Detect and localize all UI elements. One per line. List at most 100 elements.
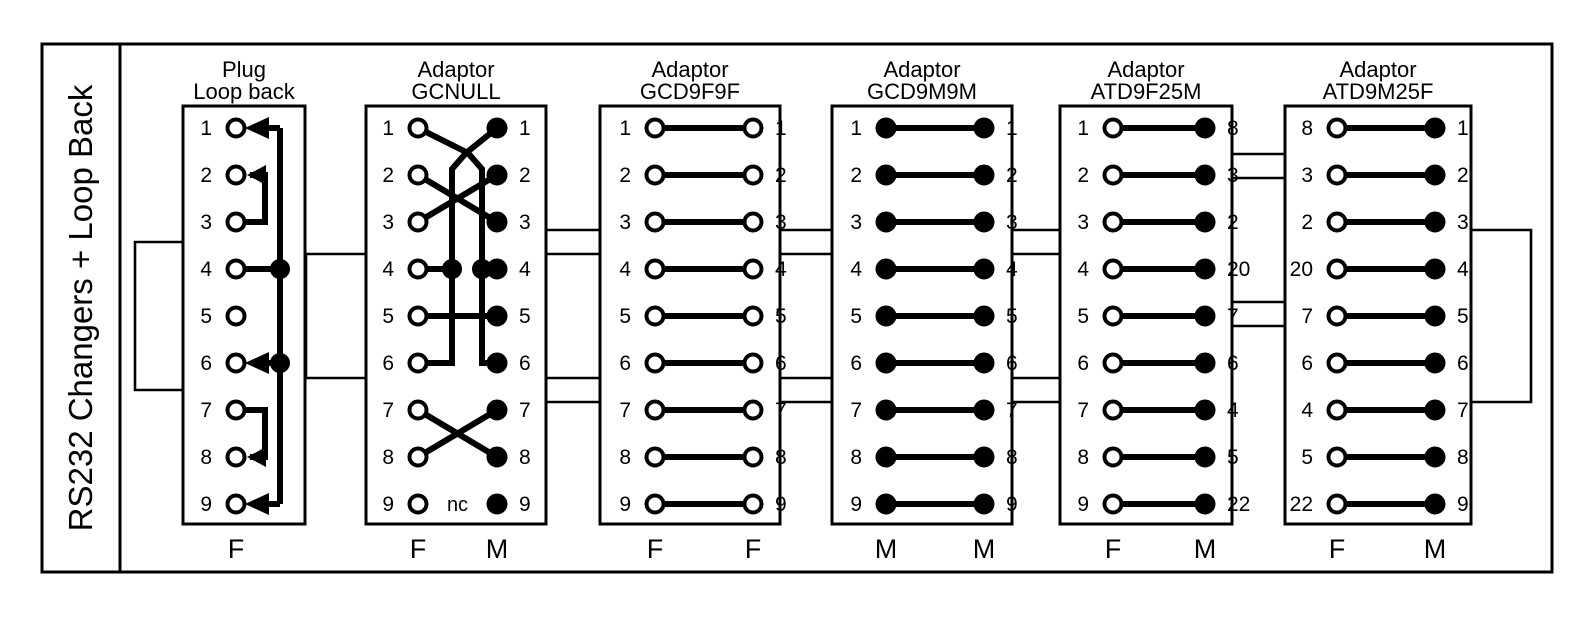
pin-left-1-adaptor-atd9f25m[interactable] [1102, 117, 1124, 139]
pin-right-22-adaptor-atd9f25m[interactable] [1194, 493, 1216, 515]
pin-right-5-adaptor-atd9m25f[interactable] [1424, 305, 1446, 327]
pin-left-2-adaptor-gcd9m9m[interactable] [875, 164, 897, 186]
pin-right-5-adaptor-gcnull[interactable] [486, 305, 508, 327]
arrowhead-pin-9 [245, 493, 269, 515]
pin-left-7-adaptor-atd9f25m[interactable] [1102, 399, 1124, 421]
pin-left-3-adaptor-gcnull[interactable] [407, 211, 429, 233]
pin-left-1-adaptor-gcd9f9f[interactable] [644, 117, 666, 139]
pin-left-8-plug-loop-back[interactable] [225, 446, 247, 468]
pin-left-9-adaptor-gcd9f9f[interactable] [644, 493, 666, 515]
pin-right-3-adaptor-gcd9m9m[interactable] [973, 211, 995, 233]
pin-left-2-adaptor-atd9m25f[interactable] [1326, 211, 1348, 233]
pin-left-4-adaptor-atd9f25m[interactable] [1102, 258, 1124, 280]
pin-right-4-adaptor-atd9m25f[interactable] [1424, 258, 1446, 280]
pin-right-9-adaptor-gcd9m9m[interactable] [973, 493, 995, 515]
pin-left-1-adaptor-gcnull[interactable] [407, 117, 429, 139]
pin-right-6-adaptor-atd9f25m[interactable] [1194, 352, 1216, 374]
pin-left-4-adaptor-atd9m25f[interactable] [1326, 399, 1348, 421]
pin-right-4-adaptor-gcnull[interactable] [486, 258, 508, 280]
pin-right-1-adaptor-gcd9f9f[interactable] [742, 117, 764, 139]
pin-left-3-adaptor-gcd9f9f[interactable] [644, 211, 666, 233]
pin-right-9-adaptor-atd9m25f[interactable] [1424, 493, 1446, 515]
pin-left-2-adaptor-gcd9f9f[interactable] [644, 164, 666, 186]
pin-right-4-adaptor-atd9f25m[interactable] [1194, 399, 1216, 421]
pin-right-7-adaptor-gcd9m9m[interactable] [973, 399, 995, 421]
pin-left-6-adaptor-atd9f25m[interactable] [1102, 352, 1124, 374]
pin-left-5-plug-loop-back[interactable] [225, 305, 247, 327]
pin-right-2-adaptor-gcd9m9m[interactable] [973, 164, 995, 186]
pin-right-8-adaptor-atd9f25m[interactable] [1194, 117, 1216, 139]
pin-left-8-adaptor-gcd9m9m[interactable] [875, 446, 897, 468]
pin-right-6-adaptor-gcnull[interactable] [486, 352, 508, 374]
pin-left-8-adaptor-atd9m25f[interactable] [1326, 117, 1348, 139]
pin-left-8-adaptor-gcnull[interactable] [407, 446, 429, 468]
pin-left-7-plug-loop-back[interactable] [225, 399, 247, 421]
pin-left-7-adaptor-gcnull[interactable] [407, 399, 429, 421]
pin-right-3-adaptor-atd9f25m[interactable] [1194, 164, 1216, 186]
pin-left-6-adaptor-gcd9m9m[interactable] [875, 352, 897, 374]
pin-right-8-adaptor-gcd9m9m[interactable] [973, 446, 995, 468]
pin-left-2-adaptor-atd9f25m[interactable] [1102, 164, 1124, 186]
pin-left-2-plug-loop-back[interactable] [225, 164, 247, 186]
pin-left-3-adaptor-atd9m25f[interactable] [1326, 164, 1348, 186]
pin-right-6-adaptor-gcd9m9m[interactable] [973, 352, 995, 374]
pin-right-1-adaptor-gcnull[interactable] [486, 117, 508, 139]
pin-right-7-adaptor-gcd9f9f[interactable] [742, 399, 764, 421]
pin-right-7-adaptor-atd9m25f[interactable] [1424, 399, 1446, 421]
pin-left-9-plug-loop-back[interactable] [225, 493, 247, 515]
pin-right-4-adaptor-gcd9f9f[interactable] [742, 258, 764, 280]
pin-right-8-adaptor-gcnull[interactable] [486, 446, 508, 468]
pin-left-7-adaptor-gcd9m9m[interactable] [875, 399, 897, 421]
pin-right-5-adaptor-atd9f25m[interactable] [1194, 446, 1216, 468]
pin-left-6-adaptor-gcd9f9f[interactable] [644, 352, 666, 374]
pin-left-5-adaptor-gcnull[interactable] [407, 305, 429, 327]
pin-left-4-adaptor-gcd9m9m[interactable] [875, 258, 897, 280]
pin-right-1-adaptor-atd9m25f[interactable] [1424, 117, 1446, 139]
pin-right-3-adaptor-gcd9f9f[interactable] [742, 211, 764, 233]
pin-right-3-adaptor-atd9m25f[interactable] [1424, 211, 1446, 233]
pin-left-9-adaptor-atd9f25m[interactable] [1102, 493, 1124, 515]
pin-left-9-adaptor-gcd9m9m[interactable] [875, 493, 897, 515]
pin-left-22-adaptor-atd9m25f[interactable] [1326, 493, 1348, 515]
pin-left-2-adaptor-gcnull[interactable] [407, 164, 429, 186]
pin-left-9-adaptor-gcnull[interactable] [407, 493, 429, 515]
pin-left-5-adaptor-gcd9m9m[interactable] [875, 305, 897, 327]
pin-left-3-adaptor-gcd9m9m[interactable] [875, 211, 897, 233]
pin-left-5-adaptor-atd9f25m[interactable] [1102, 305, 1124, 327]
pin-right-2-adaptor-gcnull[interactable] [486, 164, 508, 186]
pin-right-6-adaptor-gcd9f9f[interactable] [742, 352, 764, 374]
pin-right-2-adaptor-atd9m25f[interactable] [1424, 164, 1446, 186]
pin-left-3-adaptor-atd9f25m[interactable] [1102, 211, 1124, 233]
pin-right-4-adaptor-gcd9m9m[interactable] [973, 258, 995, 280]
pin-right-1-adaptor-gcd9m9m[interactable] [973, 117, 995, 139]
pin-left-1-adaptor-gcd9m9m[interactable] [875, 117, 897, 139]
pin-left-4-adaptor-gcnull[interactable] [407, 258, 429, 280]
pin-right-7-adaptor-atd9f25m[interactable] [1194, 305, 1216, 327]
pin-left-4-plug-loop-back[interactable] [225, 258, 247, 280]
pin-left-7-adaptor-gcd9f9f[interactable] [644, 399, 666, 421]
pin-right-9-adaptor-gcnull[interactable] [486, 493, 508, 515]
pin-left-4-adaptor-gcd9f9f[interactable] [644, 258, 666, 280]
pin-left-5-adaptor-gcd9f9f[interactable] [644, 305, 666, 327]
pin-right-8-adaptor-gcd9f9f[interactable] [742, 446, 764, 468]
pin-left-6-adaptor-atd9m25f[interactable] [1326, 352, 1348, 374]
pin-right-7-adaptor-gcnull[interactable] [486, 399, 508, 421]
pin-left-3-plug-loop-back[interactable] [225, 211, 247, 233]
pin-left-6-plug-loop-back[interactable] [225, 352, 247, 374]
pin-left-20-adaptor-atd9m25f[interactable] [1326, 258, 1348, 280]
pin-right-2-adaptor-atd9f25m[interactable] [1194, 211, 1216, 233]
pin-right-5-adaptor-gcd9f9f[interactable] [742, 305, 764, 327]
pin-left-1-plug-loop-back[interactable] [225, 117, 247, 139]
pin-right-8-adaptor-atd9m25f[interactable] [1424, 446, 1446, 468]
pin-right-20-adaptor-atd9f25m[interactable] [1194, 258, 1216, 280]
pin-left-8-adaptor-atd9f25m[interactable] [1102, 446, 1124, 468]
pin-right-5-adaptor-gcd9m9m[interactable] [973, 305, 995, 327]
pin-right-9-adaptor-gcd9f9f[interactable] [742, 493, 764, 515]
pin-right-2-adaptor-gcd9f9f[interactable] [742, 164, 764, 186]
pin-left-7-adaptor-atd9m25f[interactable] [1326, 305, 1348, 327]
pin-left-6-adaptor-gcnull[interactable] [407, 352, 429, 374]
pin-right-6-adaptor-atd9m25f[interactable] [1424, 352, 1446, 374]
pin-right-3-adaptor-gcnull[interactable] [486, 211, 508, 233]
pin-left-8-adaptor-gcd9f9f[interactable] [644, 446, 666, 468]
pin-left-5-adaptor-atd9m25f[interactable] [1326, 446, 1348, 468]
